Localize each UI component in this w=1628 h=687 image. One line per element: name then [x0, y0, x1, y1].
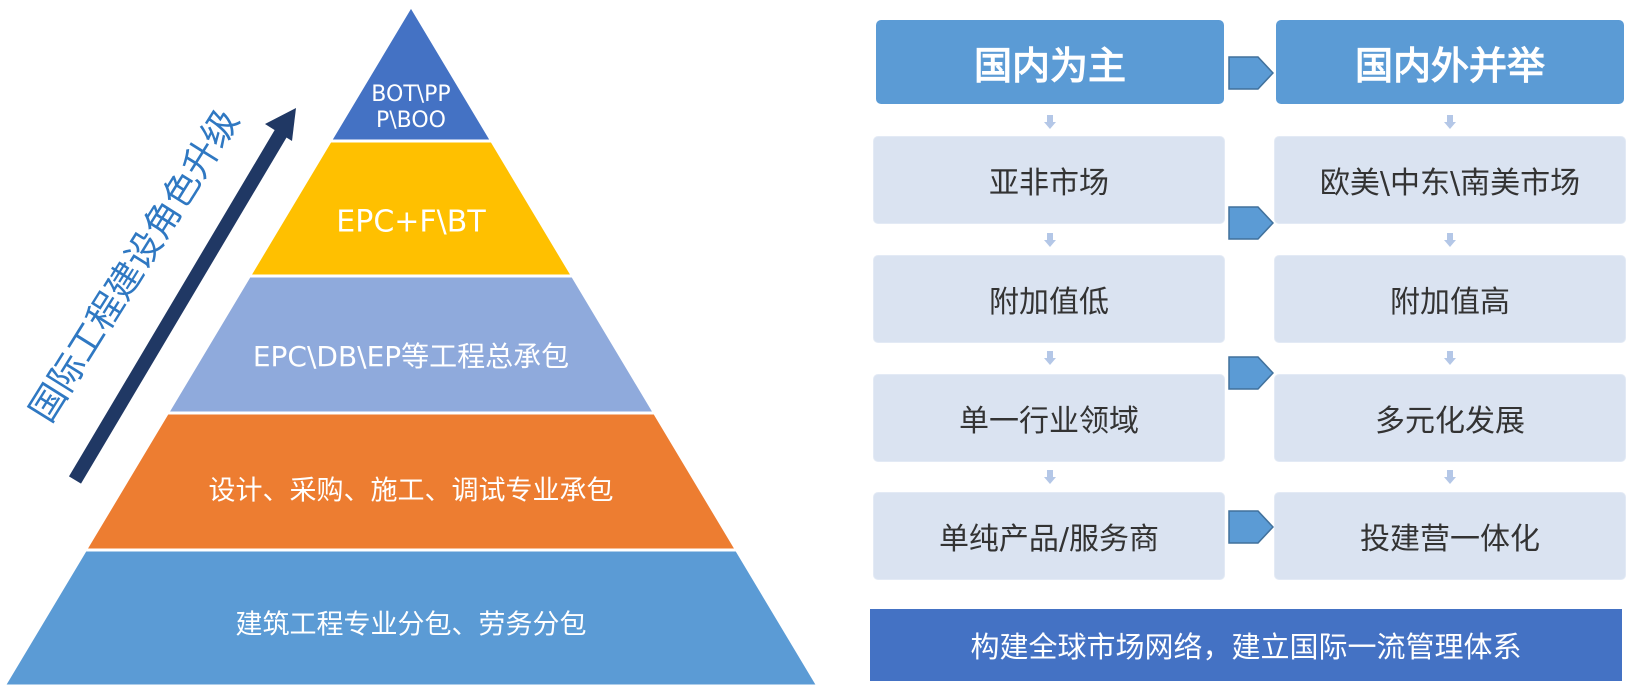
right-arrow-icon — [1228, 206, 1274, 240]
down-arrow-icon — [1044, 233, 1056, 247]
right-item-high-value-added: 附加值高 — [1274, 255, 1626, 343]
right-arrow-icon — [1228, 356, 1274, 390]
down-arrow-icon — [1044, 351, 1056, 365]
down-arrow-icon — [1444, 115, 1456, 129]
pyramid-tier-base — [1, 548, 820, 687]
tier-label-3: EPC\DB\EP等工程总承包 — [252, 340, 570, 373]
upgrade-arrow-shaft — [68, 124, 291, 484]
right-arrow-icon — [1228, 56, 1274, 90]
left-item-low-value-added: 附加值低 — [873, 255, 1225, 343]
tier-label-4: 设计、采购、施工、调试专业承包 — [208, 475, 614, 507]
right-item-investment-construction-operation: 投建营一体化 — [1274, 492, 1626, 580]
left-item-product-service-provider: 单纯产品/服务商 — [873, 492, 1225, 580]
left-item-single-industry: 单一行业领域 — [873, 374, 1225, 462]
down-arrow-icon — [1044, 470, 1056, 484]
right-item-western-markets: 欧美\中东\南美市场 — [1274, 136, 1626, 224]
global-network-banner: 构建全球市场网络，建立国际一流管理体系 — [870, 609, 1622, 681]
tier-label-2: EPC+F\BT — [336, 204, 486, 240]
right-arrow-icon — [1228, 510, 1274, 544]
tier-label-top: BOT\PP P\BOO — [371, 82, 450, 134]
left-item-asia-africa-market: 亚非市场 — [873, 136, 1225, 224]
down-arrow-icon — [1444, 470, 1456, 484]
down-arrow-icon — [1044, 115, 1056, 129]
pyramid-diagram — [1, 6, 820, 687]
tier-label-base: 建筑工程专业分包、劳务分包 — [235, 609, 587, 641]
right-item-diversified-development: 多元化发展 — [1274, 374, 1626, 462]
tier-label-top-line1: BOT\PP — [371, 82, 451, 107]
upgrade-arrow-head — [265, 108, 296, 141]
down-arrow-icon — [1444, 233, 1456, 247]
header-domestic-focus: 国内为主 — [876, 20, 1224, 104]
header-domestic-and-international: 国内外并举 — [1276, 20, 1624, 104]
down-arrow-icon — [1444, 351, 1456, 365]
tier-label-top-line2: P\BOO — [375, 108, 447, 133]
